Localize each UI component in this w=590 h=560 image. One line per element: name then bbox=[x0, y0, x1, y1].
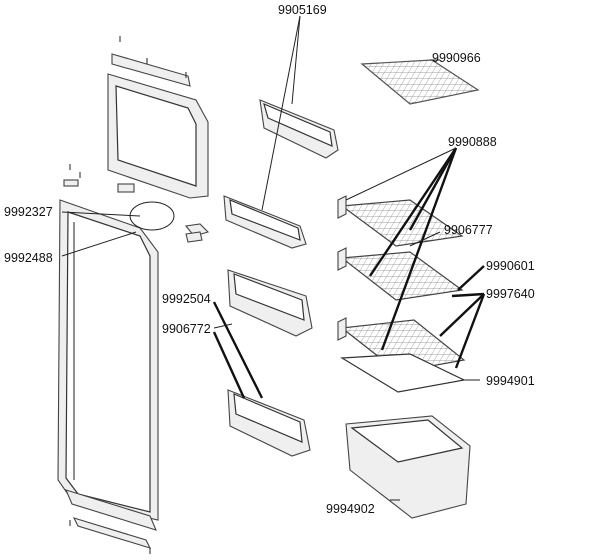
label-9906772: 9906772 bbox=[162, 322, 211, 336]
label-9992504: 9992504 bbox=[162, 292, 211, 306]
door-bin-4 bbox=[227, 389, 311, 457]
label-9990888: 9990888 bbox=[448, 135, 497, 149]
top-wire-grid bbox=[360, 59, 480, 105]
door-bin-1 bbox=[259, 99, 339, 159]
label-9990966: 9990966 bbox=[432, 51, 481, 65]
door-panel bbox=[57, 199, 159, 521]
label-9997640: 9997640 bbox=[486, 287, 535, 301]
door-bottom-strip bbox=[65, 489, 157, 549]
label-9992488: 9992488 bbox=[4, 251, 53, 265]
label-9990601: 9990601 bbox=[486, 259, 535, 273]
label-9906777: 9906777 bbox=[444, 223, 493, 237]
label-9994901: 9994901 bbox=[486, 374, 535, 388]
label-9905169: 9905169 bbox=[278, 3, 327, 17]
hinge-parts bbox=[63, 179, 210, 243]
label-9994902: 9994902 bbox=[326, 502, 375, 516]
glass-shelf-1 bbox=[337, 195, 464, 247]
crisper-drawer bbox=[345, 415, 471, 519]
label-9992327: 9992327 bbox=[4, 205, 53, 219]
glass-shelf-2 bbox=[337, 247, 464, 301]
arrow-marks bbox=[69, 36, 187, 554]
leader-lines bbox=[61, 15, 486, 501]
door-bin-2 bbox=[223, 195, 307, 249]
door-top-frame bbox=[107, 53, 209, 199]
door-bin-3 bbox=[227, 269, 313, 337]
